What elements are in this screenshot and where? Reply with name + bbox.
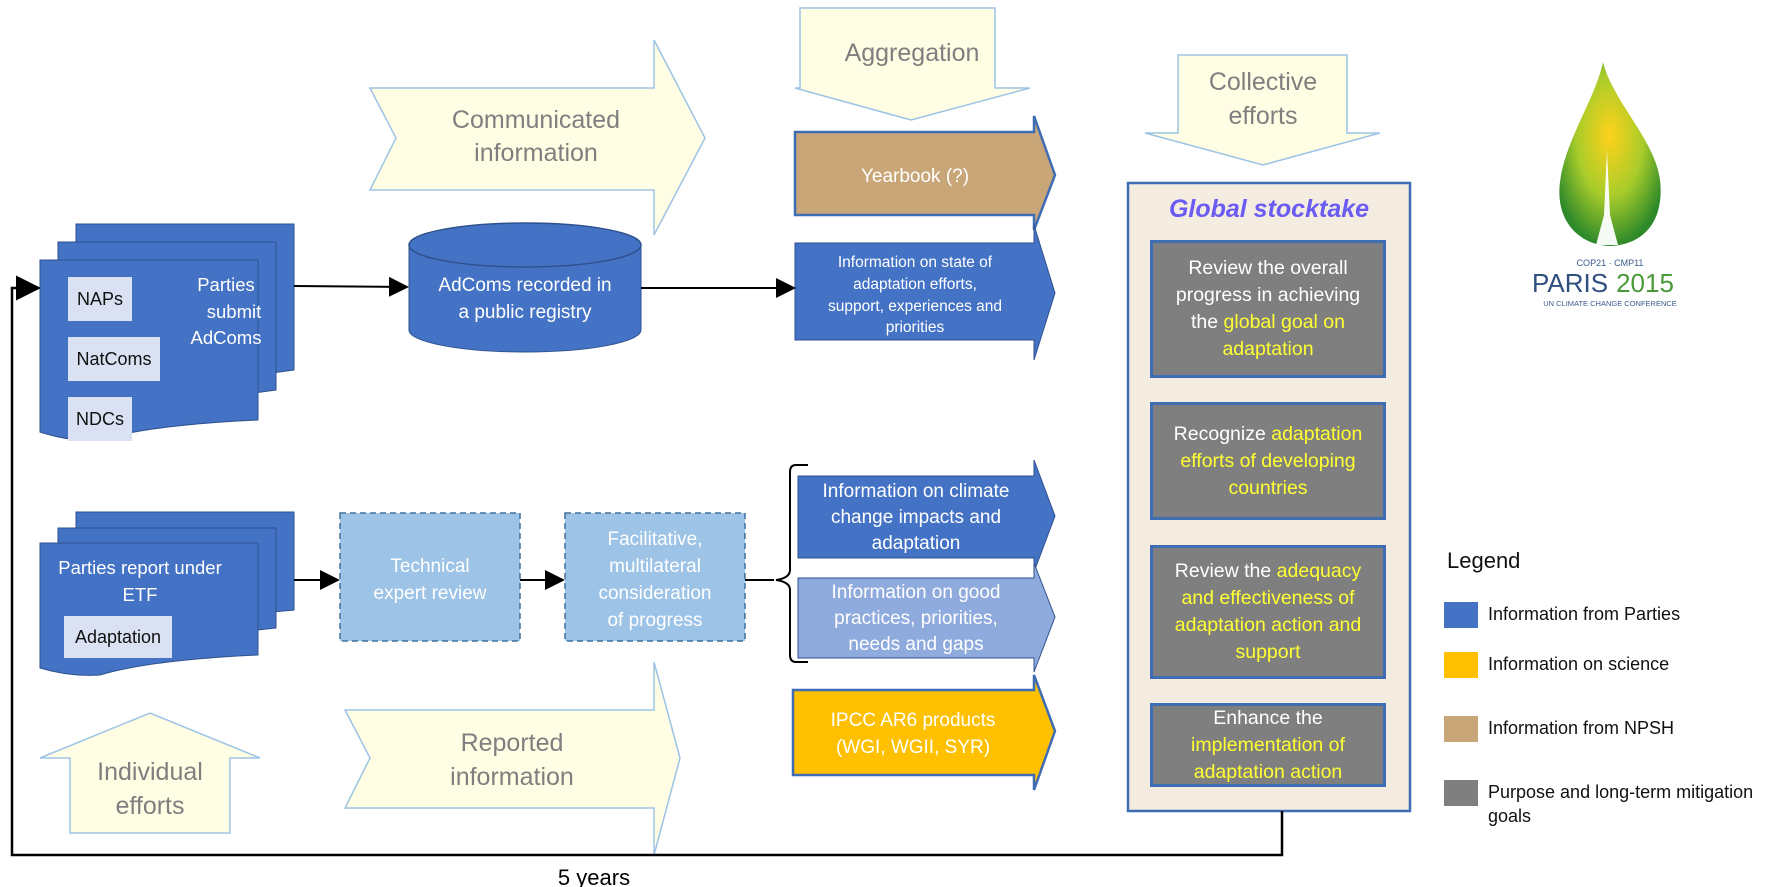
good-label-1: Information on good <box>831 582 1000 603</box>
legend-item-parties: Information from Parties <box>1444 602 1778 628</box>
gst-box2-text: Recognize <box>1173 422 1272 445</box>
gst-review-progress-box: Review the overall progress in achieving… <box>1150 240 1386 378</box>
facilitative-consideration-box: Facilitative, multilateral consideration… <box>564 512 746 642</box>
legend-item-science: Information on science <box>1444 652 1778 678</box>
gst-box1-text: Review the overall progress in achieving… <box>1175 257 1361 333</box>
collective-efforts-arrow: Collective efforts <box>1144 54 1381 166</box>
legend-swatch-science <box>1444 652 1478 678</box>
legend-label-npsh: Information from NPSH <box>1488 718 1675 738</box>
five-years-label: 5 years <box>558 865 630 887</box>
gst-box2-highlight: adaptation efforts of developing countri… <box>1180 422 1363 499</box>
collective-label-1: Collective <box>1209 68 1317 96</box>
climate-impacts-arrow: Information on climate change impacts an… <box>797 459 1056 573</box>
individual-efforts-arrow: Individual efforts <box>39 712 261 834</box>
legend-item-purpose: Purpose and long-term mitigation goals <box>1444 780 1778 828</box>
communicated-information-arrow: Communicated information <box>368 39 706 236</box>
gst-box1-highlight: global goal on adaptation <box>1222 311 1345 360</box>
legend-title: Legend <box>1447 548 1521 573</box>
registry-label-1: AdComs recorded in <box>438 275 611 296</box>
public-registry-cylinder: AdComs recorded in a public registry <box>408 222 642 353</box>
good-practices-arrow: Information on good practices, prioritie… <box>797 562 1056 673</box>
grouping-brace <box>775 464 808 663</box>
logo-tag: UN CLIMATE CHANGE CONFERENCE <box>1543 299 1677 308</box>
gst-box3-highlight: adequacy and effectiveness of adaptation… <box>1174 560 1362 663</box>
state-label-3: support, experiences and <box>828 298 1002 315</box>
reported-information-arrow: Reported information <box>343 661 681 856</box>
parties-submit-label-3: AdComs <box>191 327 262 348</box>
ipcc-label-1: IPCC AR6 products <box>831 710 996 731</box>
parties-submit-label-2: submit <box>207 301 262 322</box>
individual-label-1: Individual <box>97 758 203 786</box>
state-label-2: adaptation efforts, <box>853 276 977 293</box>
technical-expert-review-box: Technical expert review <box>339 512 521 642</box>
chip-adaptation: Adaptation <box>64 616 172 658</box>
gst-recognize-efforts-box: Recognize adaptation efforts of developi… <box>1150 402 1386 520</box>
parties-report-label-1: Parties report under <box>58 557 222 578</box>
logo-small-label: COP21 · CMP11 <box>1577 258 1644 268</box>
legend-label-science: Information on science <box>1488 654 1670 674</box>
gst-box4-highlight: implementation of adaptation action <box>1191 733 1345 783</box>
good-label-2: practices, priorities, <box>834 608 998 629</box>
parties-report-label-2: ETF <box>123 584 158 605</box>
reported-label-2: information <box>450 763 574 791</box>
gst-box4-text: Enhance the <box>1213 706 1323 729</box>
good-label-3: needs and gaps <box>848 634 983 655</box>
climate-label-3: adaptation <box>872 533 961 554</box>
chip-naps: NAPs <box>68 277 132 321</box>
communicated-label-2: information <box>474 139 598 167</box>
registry-label-2: a public registry <box>458 302 592 323</box>
technical-label-2: expert review <box>374 583 487 604</box>
state-label-1: Information on state of <box>838 254 993 271</box>
communicated-label-1: Communicated <box>452 106 620 134</box>
legend-label-purpose: Purpose and long-term mitigation goals <box>1488 782 1754 826</box>
aggregation-arrow: Aggregation <box>794 7 1031 121</box>
state-of-adaptation-arrow: Information on state of adaptation effor… <box>794 224 1056 361</box>
individual-label-2: efforts <box>115 792 184 820</box>
collective-label-2: efforts <box>1228 102 1297 130</box>
state-label-4: priorities <box>886 319 945 336</box>
legend-item-npsh: Information from NPSH <box>1444 716 1778 742</box>
technical-label-1: Technical <box>390 556 469 577</box>
gst-enhance-implementation-box: Enhance the implementation of adaptation… <box>1150 703 1386 787</box>
global-stocktake-title: Global stocktake <box>1168 195 1370 223</box>
ipcc-ar6-arrow: IPCC AR6 products (WGI, WGII, SYR) <box>791 674 1057 791</box>
logo-paris: PARIS <box>1532 268 1608 298</box>
aggregation-label: Aggregation <box>845 39 980 67</box>
legend-swatch-parties <box>1444 602 1478 628</box>
chip-ndcs: NDCs <box>68 397 132 441</box>
gst-box3-text: Review the <box>1174 560 1277 582</box>
legend-swatch-npsh <box>1444 716 1478 742</box>
five-year-cycle-loop <box>10 275 1284 857</box>
facilitative-label-3: consideration <box>598 583 711 604</box>
parties-submit-label-1: Parties <box>197 274 255 295</box>
legend-swatch-purpose <box>1444 780 1478 806</box>
connector-submit-registry <box>293 276 409 297</box>
logo-year: 2015 <box>1616 268 1674 298</box>
climate-label-2: change impacts and <box>831 507 1001 528</box>
yearbook-arrow: Yearbook (?) <box>793 115 1057 231</box>
ipcc-label-2: (WGI, WGII, SYR) <box>836 737 990 758</box>
reported-label-1: Reported <box>461 729 564 757</box>
gst-review-adequacy-box: Review the adequacy and effectiveness of… <box>1150 545 1386 679</box>
cop21-paris-logo: COP21 · CMP11 PARIS 2015 UN CLIMATE CHAN… <box>1532 62 1677 308</box>
facilitative-label-1: Facilitative, <box>607 529 702 550</box>
facilitative-label-4: of progress <box>607 610 702 631</box>
facilitative-label-2: multilateral <box>609 556 701 577</box>
legend-label-parties: Information from Parties <box>1488 604 1681 624</box>
chip-natcoms: NatComs <box>68 337 160 381</box>
yearbook-label: Yearbook (?) <box>861 166 969 187</box>
climate-label-1: Information on climate <box>823 481 1010 502</box>
